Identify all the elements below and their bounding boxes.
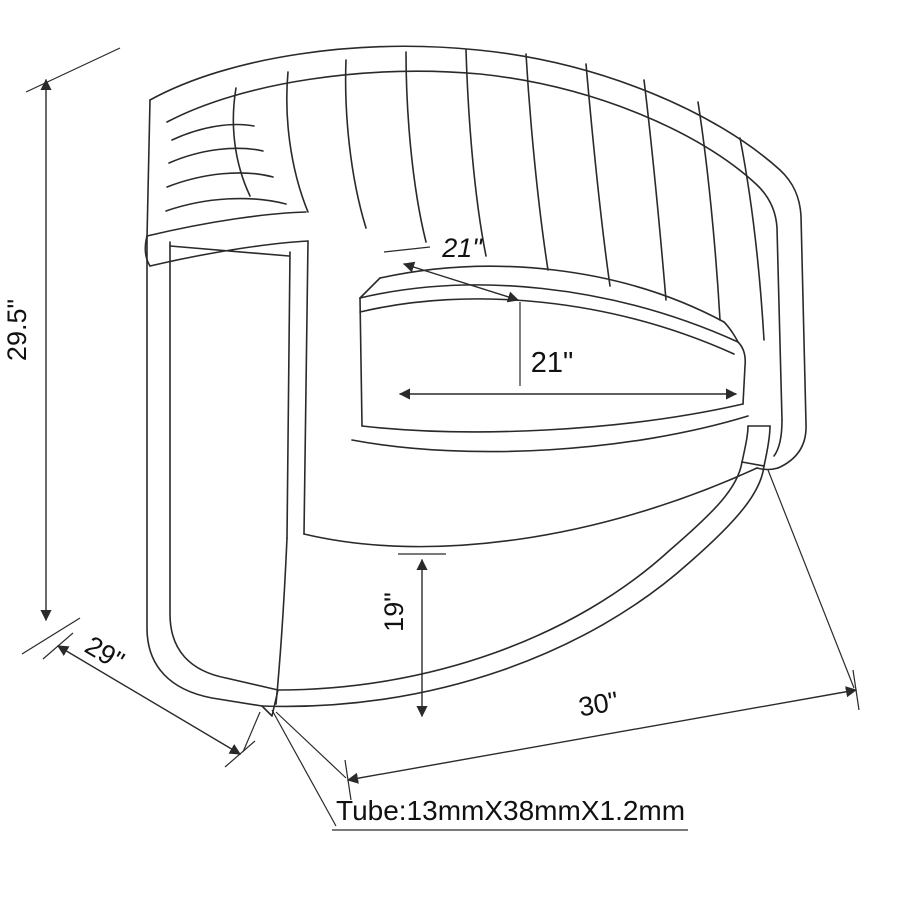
channel-line: [739, 137, 765, 341]
frame-left-outer: [146, 237, 263, 707]
depth-extension-from-leg: [242, 711, 261, 753]
arm-tuft-line: [165, 197, 287, 212]
back-inner-rim: [166, 70, 783, 421]
base-rear-upright-outer: [763, 425, 771, 467]
channel-line: [232, 87, 251, 197]
channel-line: [465, 49, 487, 257]
tube-leader-line: [271, 709, 337, 827]
overall-width-arrow: [346, 686, 858, 784]
channel-line: [585, 63, 611, 287]
arm-bottom-edge: [149, 240, 309, 267]
width-extension-from-leg: [275, 711, 347, 779]
seat-piping-line: [359, 298, 735, 355]
frame-inner-upright: [286, 251, 291, 539]
height-bottom-tick: [21, 617, 81, 655]
width-extension-from-base: [767, 469, 855, 689]
back-outer-rim: [149, 45, 807, 469]
frame-top-connector: [169, 245, 290, 257]
under-seat-rail: [351, 415, 749, 453]
channel-line: [525, 53, 549, 271]
overall-depth-arrow: [57, 645, 241, 755]
arm-tufting-lines: [165, 123, 287, 212]
frame-left-inner: [169, 241, 279, 691]
base-height-label: 19": [379, 592, 409, 632]
channel-line: [344, 59, 367, 229]
frame-inner-return: [275, 537, 288, 705]
seat-back-edge: [379, 265, 725, 323]
shell-bottom-curve: [303, 467, 758, 548]
arm-tuft-line: [171, 123, 255, 141]
channel-line: [405, 51, 427, 243]
channel-tufting-lines: [232, 49, 765, 341]
base-rail-outer: [261, 465, 765, 708]
metal-base-frame: [146, 237, 771, 717]
front-leg-foot: [261, 689, 279, 717]
seat-bottom-edge: [361, 403, 744, 433]
overall-width-label: 30": [576, 686, 620, 722]
chair-line-art: [144, 45, 807, 717]
left-arm: [144, 211, 309, 535]
seat-left-cap: [359, 297, 363, 427]
arm-tuft-line: [168, 147, 264, 164]
seat-depth-label: 21": [441, 233, 483, 263]
seat-left-corner: [359, 277, 381, 299]
channel-line: [697, 101, 721, 321]
base-rear-upright-inner: [741, 425, 749, 463]
height-top-tick: [25, 47, 121, 93]
back-inner-rim-bottom: [773, 419, 783, 457]
arm-tuft-line: [166, 172, 274, 188]
tube-spec-label: Tube:13mmX38mmX1.2mm: [336, 795, 685, 826]
seat-width-label: 21": [531, 347, 574, 379]
base-rail-inner: [277, 461, 743, 691]
channel-line: [643, 79, 667, 301]
arm-front-panel-edge: [303, 240, 309, 535]
overall-depth-label: 29": [80, 630, 129, 676]
back-left-edge: [146, 99, 151, 239]
arm-top-edge: [146, 211, 307, 237]
base-rear-end-cap: [741, 461, 765, 467]
seat-depth-start-tick: [383, 246, 431, 253]
seat-depth-arrow: [402, 261, 520, 303]
dimension-arrows: [40, 78, 858, 784]
channel-line: [286, 71, 309, 213]
overall-height-label: 29.5": [2, 299, 32, 361]
dimension-labels: 29.5" 29" 30" 21" 21" 19" Tube:13mmX38mm…: [2, 233, 685, 826]
back-bottom-right-join: [756, 467, 779, 471]
